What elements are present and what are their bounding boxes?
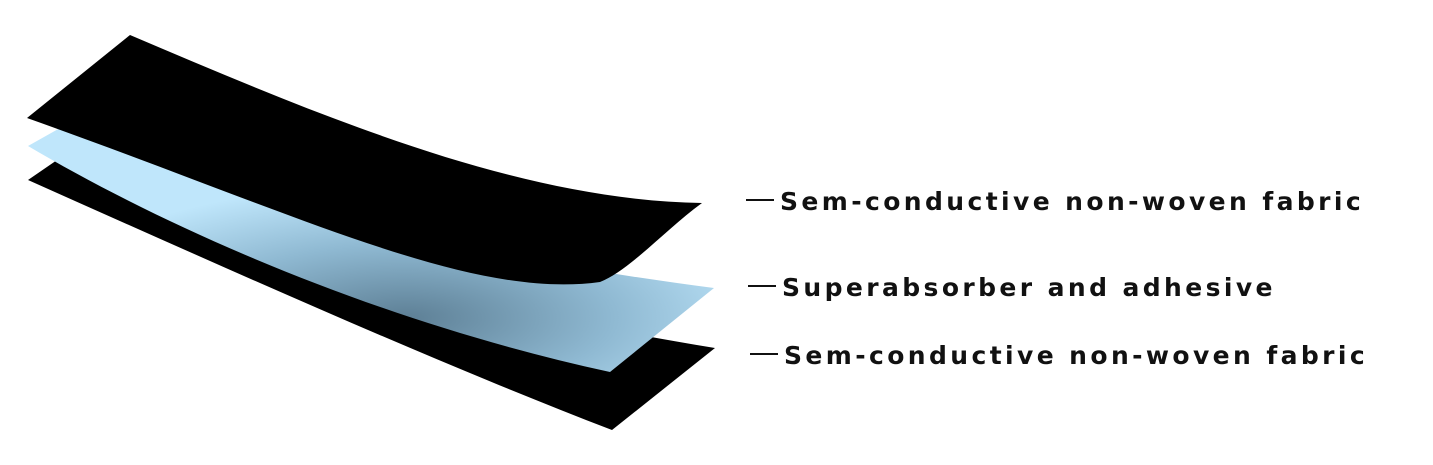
leader-line: [748, 285, 776, 287]
bottom-fabric-label: Sem-conductive non-woven fabric: [750, 343, 1368, 368]
superabsorber-layer: [28, 128, 714, 372]
superabsorber-label-text: Superabsorber and adhesive: [782, 273, 1276, 302]
bottom-fabric-label-text: Sem-conductive non-woven fabric: [784, 341, 1369, 370]
superabsorber-label: Superabsorber and adhesive: [748, 275, 1276, 300]
leader-line: [746, 199, 774, 201]
top-fabric-label-text: Sem-conductive non-woven fabric: [780, 187, 1365, 216]
top-fabric-layer: [27, 35, 702, 285]
top-fabric-label: Sem-conductive non-woven fabric: [746, 189, 1364, 214]
leader-line: [750, 353, 778, 355]
